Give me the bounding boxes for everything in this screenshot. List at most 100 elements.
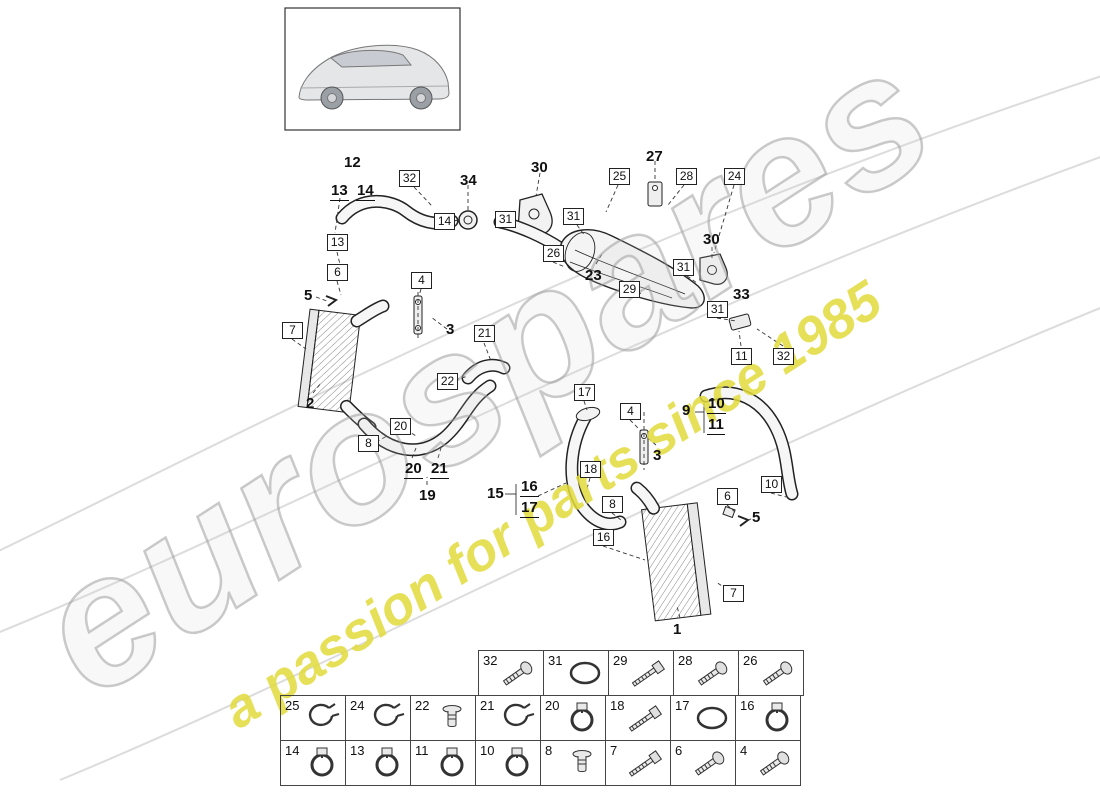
legend-row-1: 32 31 29 28 26 xyxy=(478,650,804,696)
part-number-3: 3 xyxy=(446,321,455,338)
legend-item-20[interactable]: 20 xyxy=(540,695,606,741)
part-number-30: 30 xyxy=(531,159,548,176)
hose-clamp-icon xyxy=(430,746,474,785)
callout-22[interactable]: 22 xyxy=(437,373,458,390)
legend-item-26[interactable]: 26 xyxy=(738,650,804,696)
screw-icon xyxy=(755,746,799,785)
callout-24[interactable]: 24 xyxy=(724,168,745,185)
legend-item-number: 31 xyxy=(548,653,563,668)
damper-part-33 xyxy=(728,313,752,331)
legend-item-number: 28 xyxy=(678,653,693,668)
callout-7[interactable]: 7 xyxy=(723,585,744,602)
callout-32[interactable]: 32 xyxy=(399,170,420,187)
legend-item-number: 4 xyxy=(740,743,748,758)
legend-item-number: 11 xyxy=(415,743,429,758)
callout-17[interactable]: 17 xyxy=(574,384,595,401)
hose-clamp-icon xyxy=(560,701,604,740)
callout-25[interactable]: 25 xyxy=(609,168,630,185)
plug-icon xyxy=(560,746,604,785)
bolt-icon xyxy=(628,656,672,695)
callout-31[interactable]: 31 xyxy=(673,259,694,276)
hose-clamp-icon xyxy=(495,746,539,785)
callout-31[interactable]: 31 xyxy=(563,208,584,225)
legend-item-number: 10 xyxy=(480,743,495,758)
legend-item-number: 13 xyxy=(350,743,365,758)
legend-item-number: 8 xyxy=(545,743,553,758)
callout-4[interactable]: 4 xyxy=(411,272,432,289)
callout-11[interactable]: 11 xyxy=(731,348,752,365)
legend-item-32[interactable]: 32 xyxy=(478,650,544,696)
legend-item-21[interactable]: 21 xyxy=(475,695,541,741)
distributor-part-23 xyxy=(559,229,705,309)
callout-26[interactable]: 26 xyxy=(543,245,564,262)
legend-item-number: 25 xyxy=(285,698,300,713)
legend-item-25[interactable]: 25 xyxy=(280,695,346,741)
legend-item-13[interactable]: 13 xyxy=(345,740,411,786)
callout-6[interactable]: 6 xyxy=(717,488,738,505)
callout-21[interactable]: 21 xyxy=(474,325,495,342)
legend-item-number: 16 xyxy=(740,698,755,713)
o-ring-icon xyxy=(563,656,607,695)
screw-icon xyxy=(693,656,737,695)
legend-item-4[interactable]: 4 xyxy=(735,740,801,786)
legend-item-31[interactable]: 31 xyxy=(543,650,609,696)
clip-part-5-right xyxy=(737,515,751,527)
part-number-1: 1 xyxy=(673,621,682,638)
callout-29[interactable]: 29 xyxy=(619,281,640,298)
bolt-icon xyxy=(625,746,669,785)
legend-item-24[interactable]: 24 xyxy=(345,695,411,741)
background-swoosh xyxy=(0,75,1100,781)
legend-item-28[interactable]: 28 xyxy=(673,650,739,696)
part-number-17: 17 xyxy=(520,499,539,518)
part-number-13: 13 xyxy=(330,182,349,201)
hose-clamp-icon xyxy=(755,701,799,740)
legend-item-number: 32 xyxy=(483,653,498,668)
part-number-5: 5 xyxy=(304,287,313,304)
callout-14[interactable]: 14 xyxy=(434,213,455,230)
part-number-27: 27 xyxy=(646,148,663,165)
bracket-part-27 xyxy=(647,181,663,207)
callout-31[interactable]: 31 xyxy=(495,211,516,228)
part-number-9: 9 xyxy=(682,402,691,419)
legend-item-18[interactable]: 18 xyxy=(605,695,671,741)
part-number-21: 21 xyxy=(430,460,449,479)
leader-lines xyxy=(291,161,787,619)
callout-8[interactable]: 8 xyxy=(358,435,379,452)
legend-item-number: 22 xyxy=(415,698,430,713)
part-number-33: 33 xyxy=(733,286,750,303)
legend-item-16[interactable]: 16 xyxy=(735,695,801,741)
spring-clamp-icon xyxy=(495,701,539,740)
car-thumbnail xyxy=(284,7,461,131)
part-number-2: 2 xyxy=(306,395,315,412)
legend-item-7[interactable]: 7 xyxy=(605,740,671,786)
o-ring-icon xyxy=(690,701,734,740)
hose-clamp-icon xyxy=(300,746,344,785)
callout-4[interactable]: 4 xyxy=(620,403,641,420)
legend-item-6[interactable]: 6 xyxy=(670,740,736,786)
hose-clamp-icon xyxy=(365,746,409,785)
legend-item-number: 14 xyxy=(285,743,300,758)
legend-item-17[interactable]: 17 xyxy=(670,695,736,741)
legend-item-11[interactable]: 11 xyxy=(410,740,476,786)
callout-7[interactable]: 7 xyxy=(282,322,303,339)
legend-item-10[interactable]: 10 xyxy=(475,740,541,786)
callout-18[interactable]: 18 xyxy=(580,461,601,478)
callout-13[interactable]: 13 xyxy=(327,234,348,251)
legend-item-29[interactable]: 29 xyxy=(608,650,674,696)
callout-20[interactable]: 20 xyxy=(390,418,411,435)
callout-6[interactable]: 6 xyxy=(327,264,348,281)
callout-31[interactable]: 31 xyxy=(707,301,728,318)
callout-10[interactable]: 10 xyxy=(761,476,782,493)
callout-32[interactable]: 32 xyxy=(773,348,794,365)
callout-16[interactable]: 16 xyxy=(593,529,614,546)
legend-item-14[interactable]: 14 xyxy=(280,740,346,786)
legend-item-22[interactable]: 22 xyxy=(410,695,476,741)
part-number-16: 16 xyxy=(520,478,539,497)
bolt-icon xyxy=(625,701,669,740)
callout-8[interactable]: 8 xyxy=(602,496,623,513)
legend-item-8[interactable]: 8 xyxy=(540,740,606,786)
callout-28[interactable]: 28 xyxy=(676,168,697,185)
part-number-5: 5 xyxy=(752,509,761,526)
